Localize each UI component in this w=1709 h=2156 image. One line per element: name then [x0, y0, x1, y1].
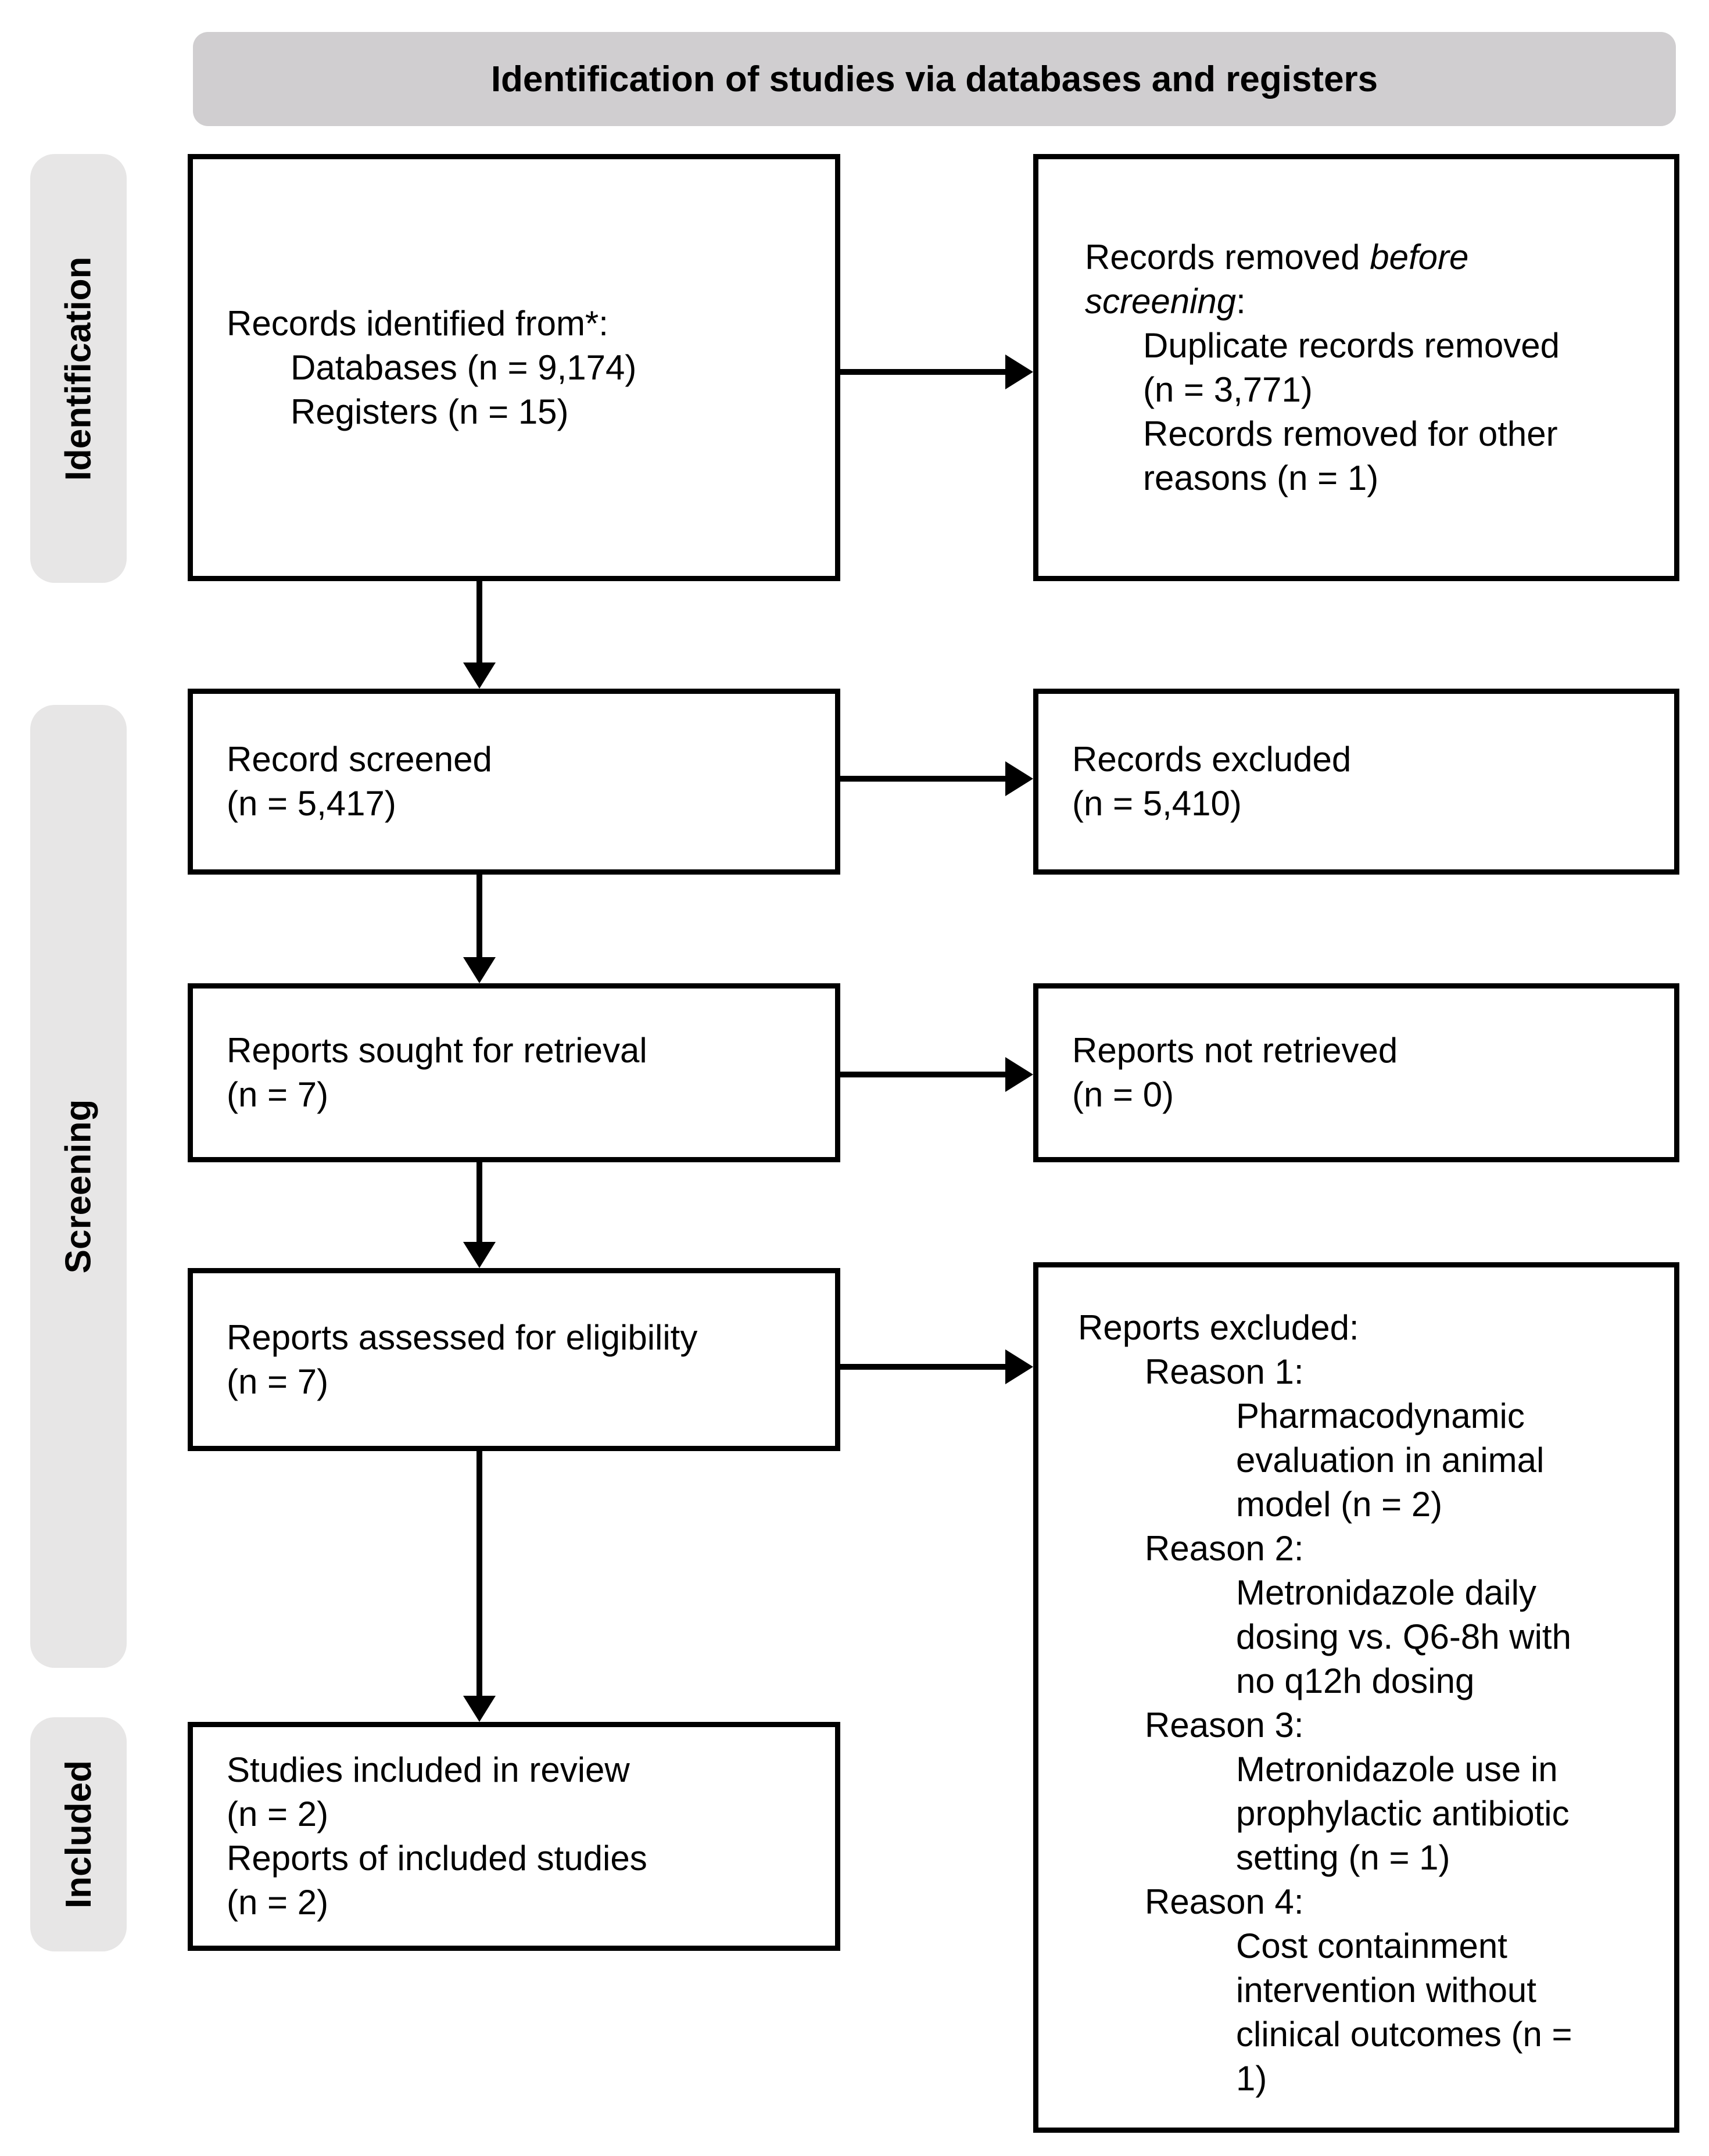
arrowhead-right-icon [1005, 1057, 1033, 1092]
box-line: Reports assessed for eligibility [227, 1317, 698, 1357]
box-line: Reports not retrieved [1072, 1031, 1398, 1070]
box-studies-included: Studies included in review (n = 2) Repor… [188, 1722, 840, 1951]
italic-phrase: before screening [1085, 237, 1469, 321]
reason-detail: Pharmacodynamic evaluation in animal mod… [1236, 1396, 1545, 1524]
header-banner: Identification of studies via databases … [193, 32, 1676, 126]
arrowhead-down-icon [463, 1696, 496, 1722]
stage-label-included: Included [30, 1717, 127, 1951]
box-title: Records identified from*: [227, 303, 608, 343]
box-reports-not-retrieved: Reports not retrieved (n = 0) [1033, 983, 1679, 1162]
box-records-removed: Records removed before screening: Duplic… [1033, 154, 1679, 581]
reason-label: Reason 2: [1145, 1529, 1304, 1568]
box-line: (n = 7) [227, 1362, 329, 1401]
arrowhead-down-icon [463, 957, 496, 983]
box-line: Databases (n = 9,174) [291, 348, 637, 387]
box-line: Records excluded [1072, 740, 1352, 779]
box-title: Records removed before screening: [1085, 237, 1469, 321]
box-line: Record screened [227, 740, 492, 779]
reason-label: Reason 1: [1145, 1352, 1304, 1391]
box-records-identified: Records identified from*: Databases (n =… [188, 154, 840, 581]
arrowhead-right-icon [1005, 1349, 1033, 1384]
reason-detail: Cost containment intervention without cl… [1236, 1926, 1572, 2098]
stage-label-identification: Identification [30, 154, 127, 583]
box-title: Reports excluded: [1078, 1308, 1359, 1347]
box-records-screened: Record screened (n = 5,417) [188, 689, 840, 875]
box-records-excluded: Records excluded (n = 5,410) [1033, 689, 1679, 875]
arrowhead-right-icon [1005, 354, 1033, 389]
arrowhead-down-icon [463, 1242, 496, 1268]
box-line: (n = 5,410) [1072, 784, 1242, 823]
box-line: (n = 5,417) [227, 784, 396, 823]
box-line: Duplicate records removed (n = 3,771) [1143, 325, 1560, 409]
box-line: Registers (n = 15) [291, 392, 569, 431]
box-reports-assessed: Reports assessed for eligibility (n = 7) [188, 1268, 840, 1451]
box-line: (n = 0) [1072, 1075, 1174, 1114]
box-line: Reports sought for retrieval [227, 1031, 647, 1070]
box-line: Records removed for other reasons (n = 1… [1143, 414, 1558, 497]
stage-label-screening: Screening [30, 705, 127, 1668]
box-line: Reports of included studies [227, 1839, 647, 1878]
box-line: (n = 2) [227, 1883, 329, 1922]
box-line: (n = 2) [227, 1795, 329, 1833]
box-line: Studies included in review [227, 1750, 630, 1789]
reason-label: Reason 3: [1145, 1706, 1304, 1745]
arrowhead-right-icon [1005, 761, 1033, 796]
box-reports-excluded: Reports excluded: Reason 1: Pharmacodyna… [1033, 1262, 1679, 2133]
reason-label: Reason 4: [1145, 1882, 1304, 1921]
header-title: Identification of studies via databases … [490, 59, 1378, 99]
arrowhead-down-icon [463, 662, 496, 689]
reason-detail: Metronidazole daily dosing vs. Q6-8h wit… [1236, 1573, 1571, 1700]
reason-detail: Metronidazole use in prophylactic antibi… [1236, 1750, 1570, 1877]
box-line: (n = 7) [227, 1075, 329, 1114]
box-reports-sought: Reports sought for retrieval (n = 7) [188, 983, 840, 1162]
